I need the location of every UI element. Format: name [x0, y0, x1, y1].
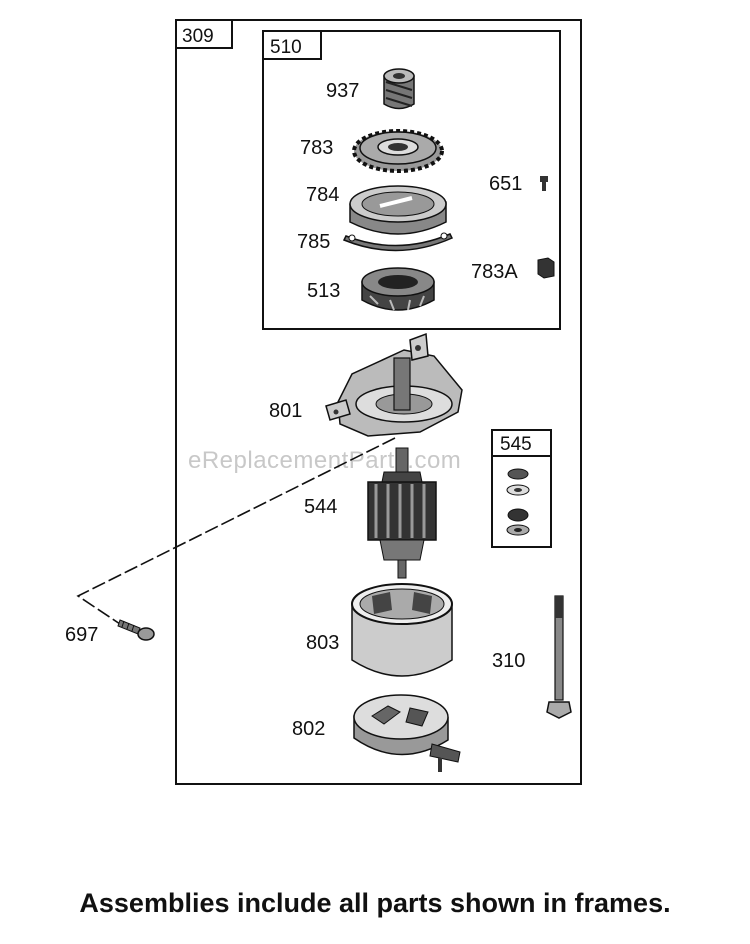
watermark: eReplacementParts.com	[188, 447, 461, 474]
part-783a-nut	[537, 257, 555, 279]
part-937-helix-gear	[383, 68, 415, 110]
label-513: 513	[307, 280, 340, 302]
frame-510-tab	[262, 30, 322, 60]
frame-510	[262, 30, 561, 330]
label-310: 310	[492, 650, 525, 672]
label-801: 801	[269, 400, 302, 422]
label-783: 783	[300, 137, 333, 159]
label-802: 802	[292, 718, 325, 740]
caption: Assemblies include all parts shown in fr…	[79, 888, 671, 918]
part-310-through-bolt	[546, 595, 572, 719]
label-784: 784	[306, 184, 339, 206]
label-785: 785	[297, 231, 330, 253]
part-544-armature	[367, 447, 437, 579]
part-784-cover	[349, 185, 447, 235]
leader-line-697	[76, 437, 396, 625]
frame-545-label: 545	[500, 434, 532, 455]
label-697: 697	[65, 624, 98, 646]
label-544: 544	[304, 496, 337, 518]
frame-309-label: 309	[182, 26, 214, 47]
part-651-screw	[540, 176, 548, 191]
label-651: 651	[489, 173, 522, 195]
part-801-end-housing	[325, 332, 463, 437]
label-937: 937	[326, 80, 359, 102]
part-802-end-cap	[353, 694, 461, 772]
frame-309-tab	[175, 19, 233, 49]
part-545-washers	[506, 468, 530, 536]
label-783a: 783A	[471, 261, 518, 283]
frame-309	[175, 19, 582, 785]
part-783-spur-gear	[352, 129, 444, 173]
part-697-bolt	[117, 619, 155, 641]
label-803: 803	[306, 632, 339, 654]
part-803-housing	[351, 583, 453, 677]
frame-545-tab	[491, 429, 552, 457]
frame-510-label: 510	[270, 37, 302, 58]
part-785-gasket	[342, 232, 454, 252]
part-513-clutch	[361, 267, 435, 311]
